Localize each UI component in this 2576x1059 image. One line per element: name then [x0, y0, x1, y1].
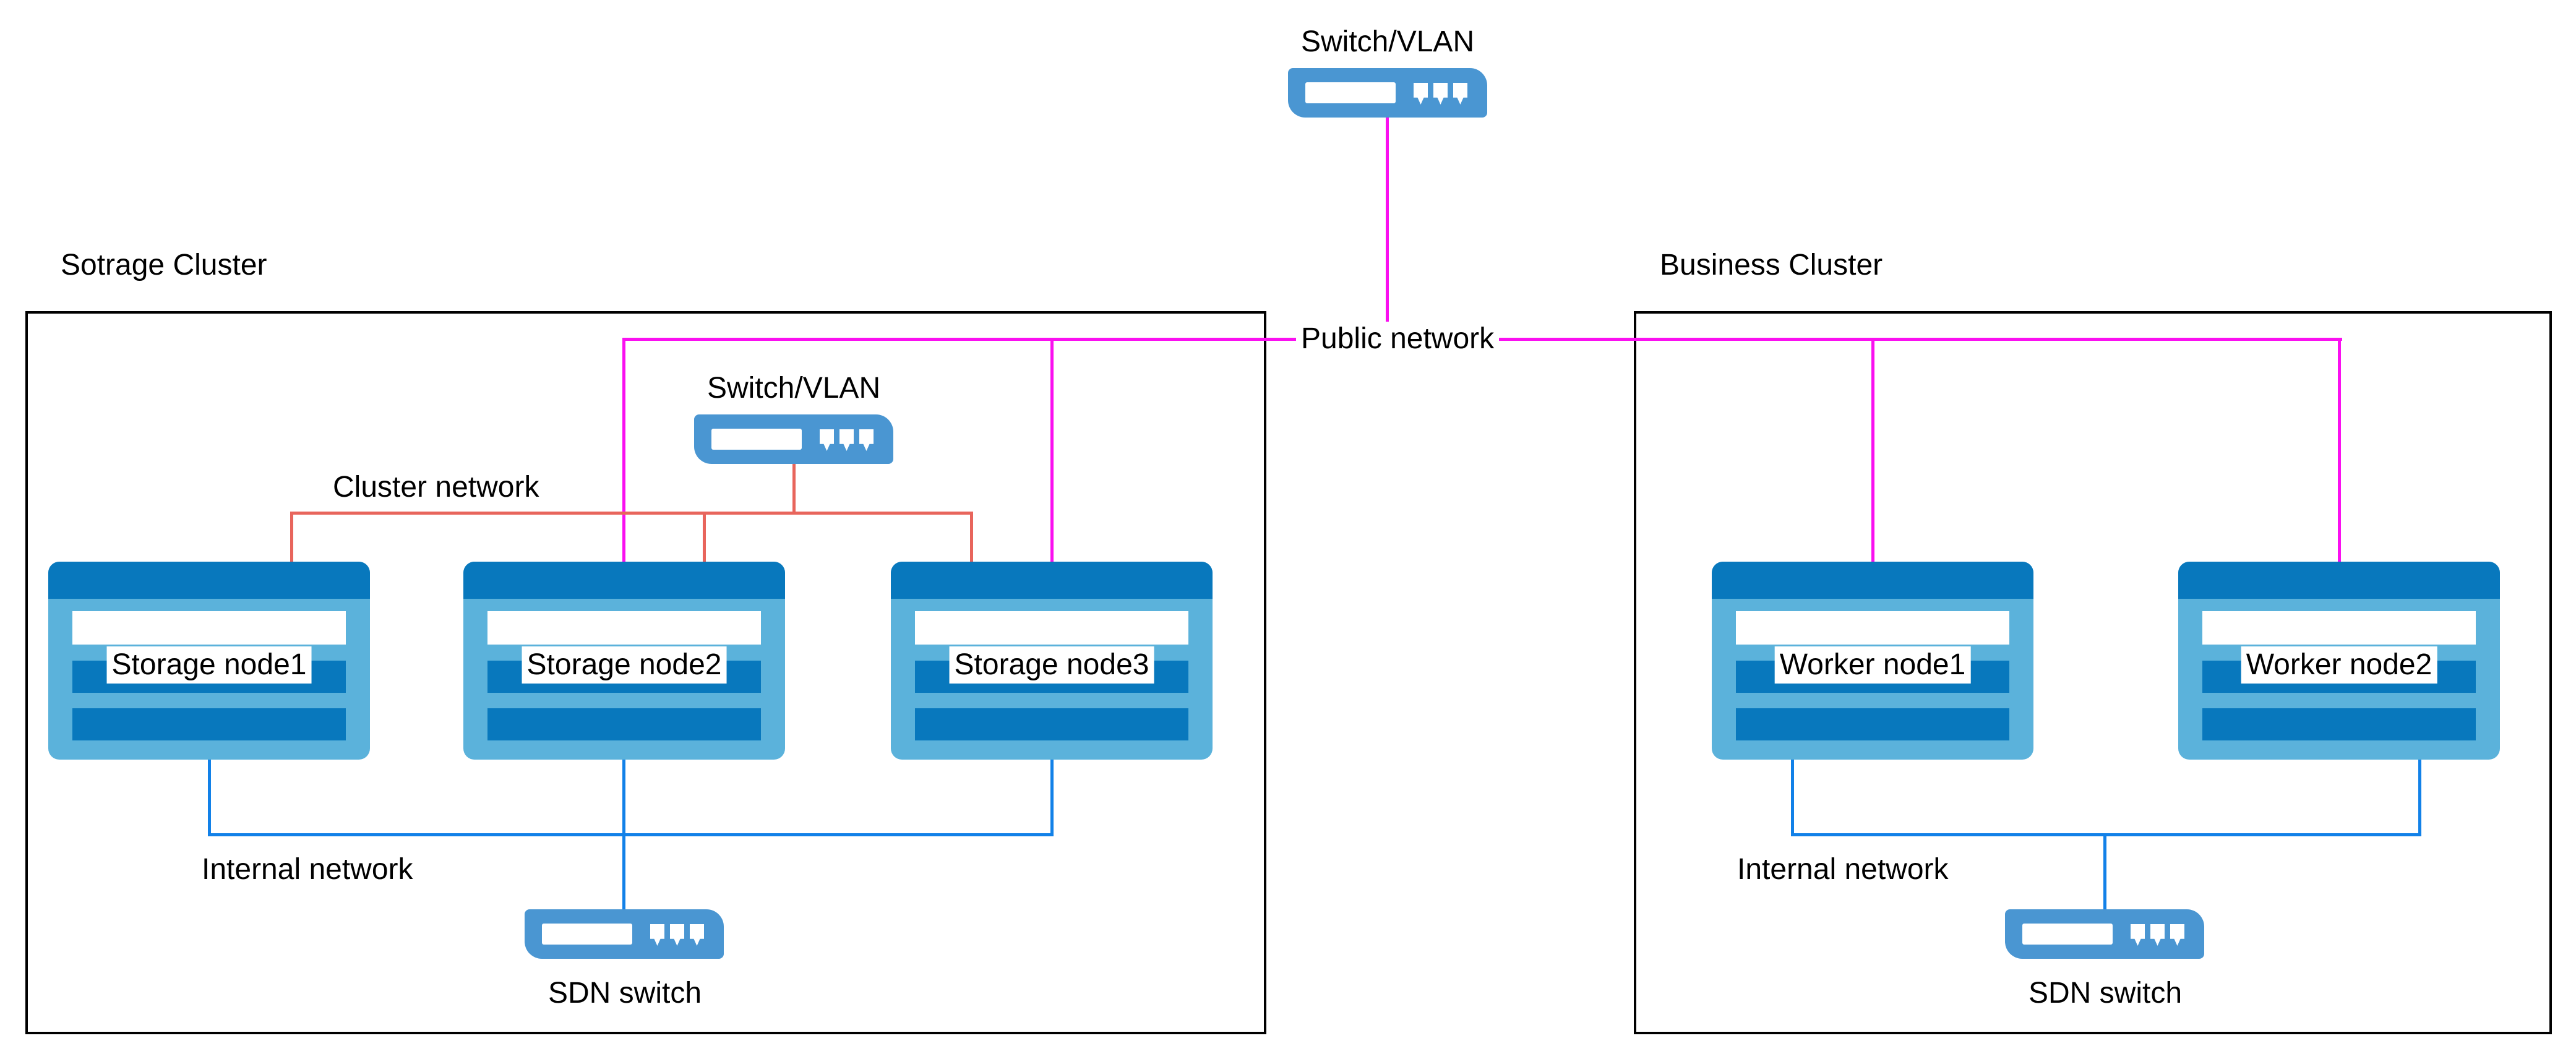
switch-screen	[2022, 924, 2113, 945]
sdn-switch-label-right: SDN switch	[2028, 977, 2183, 1010]
internal-network-drop-node3	[1050, 758, 1054, 836]
internal-network-drop-node2-to-sdn	[622, 758, 625, 911]
storage-cluster-title: Sotrage Cluster	[61, 249, 267, 281]
node-header	[48, 562, 370, 599]
storage-cluster-boundary	[25, 311, 1266, 1034]
port-icon	[839, 429, 854, 451]
port-icon	[820, 429, 834, 451]
internal-network-drop-worker2	[2418, 758, 2421, 836]
node-drive-bay	[72, 611, 346, 645]
cluster-network-drop-node3	[970, 512, 973, 562]
top-switch-vlan-icon	[1288, 68, 1487, 118]
switch-screen	[711, 429, 802, 450]
switch-ports	[820, 429, 874, 451]
sdn-switch-label-left: SDN switch	[547, 977, 702, 1010]
storage-switch-vlan-icon	[694, 414, 893, 464]
switch-screen	[1305, 82, 1396, 103]
port-icon	[1414, 83, 1428, 105]
node-label: Worker node2	[2241, 646, 2437, 684]
node-rack-slot	[915, 708, 1188, 740]
node-worker-2: Worker node2	[2178, 562, 2500, 760]
port-icon	[650, 924, 664, 946]
node-label: Storage node1	[106, 646, 312, 684]
cluster-network-bus	[290, 512, 973, 515]
port-icon	[859, 429, 874, 451]
node-label: Storage node2	[522, 646, 727, 684]
business-sdn-switch-icon	[2005, 909, 2204, 959]
node-rack-slot	[72, 708, 346, 740]
node-worker-1: Worker node1	[1712, 562, 2033, 760]
node-drive-bay	[487, 611, 761, 645]
public-network-drop-worker-node2	[2338, 338, 2341, 562]
node-header	[463, 562, 785, 599]
business-cluster-boundary	[1634, 311, 2552, 1034]
node-storage-1: Storage node1	[48, 562, 370, 760]
node-drive-bay	[915, 611, 1188, 645]
internal-network-label-right: Internal network	[1737, 853, 1949, 886]
node-label: Worker node1	[1774, 646, 1971, 684]
port-icon	[2170, 924, 2184, 946]
business-cluster-title: Business Cluster	[1660, 249, 1883, 281]
internal-network-drop-node1	[208, 758, 211, 836]
node-storage-2: Storage node2	[463, 562, 785, 760]
switch-screen	[542, 924, 632, 945]
internal-network-drop-sdn-right	[2103, 833, 2106, 911]
internal-network-drop-worker1	[1791, 758, 1794, 836]
node-header	[2178, 562, 2500, 599]
public-network-drop-storage-node2	[622, 338, 625, 562]
node-rack-slot	[1736, 708, 2009, 740]
node-header	[891, 562, 1213, 599]
node-header	[1712, 562, 2033, 599]
node-storage-3: Storage node3	[891, 562, 1213, 760]
port-icon	[2150, 924, 2165, 946]
public-network-drop-top-switch	[1386, 118, 1389, 340]
cluster-network-drop-node1	[290, 512, 293, 562]
node-rack-slot	[2202, 708, 2476, 740]
public-network-drop-worker-node1	[1871, 338, 1874, 562]
cluster-network-label: Cluster network	[333, 471, 539, 504]
port-icon	[690, 924, 704, 946]
port-icon	[670, 924, 684, 946]
node-drive-bay	[1736, 611, 2009, 645]
switch-ports	[650, 924, 704, 946]
cluster-network-drop-node2	[703, 512, 706, 562]
node-rack-slot	[487, 708, 761, 740]
node-drive-bay	[2202, 611, 2476, 645]
switch-ports	[1414, 83, 1467, 105]
cluster-network-drop-switch	[792, 464, 796, 513]
node-label: Storage node3	[949, 646, 1154, 684]
public-network-drop-storage-node3	[1050, 338, 1054, 562]
public-network-label: Public network	[1296, 322, 1500, 356]
internal-network-label-left: Internal network	[202, 853, 413, 886]
port-icon	[1433, 83, 1448, 105]
port-icon	[1453, 83, 1467, 105]
switch-ports	[2131, 924, 2184, 946]
storage-sdn-switch-icon	[525, 909, 724, 959]
port-icon	[2131, 924, 2145, 946]
storage-switch-vlan-label: Switch/VLAN	[707, 372, 881, 405]
internal-network-bus-left	[208, 833, 1054, 836]
top-switch-vlan-label: Switch/VLAN	[1301, 25, 1475, 58]
